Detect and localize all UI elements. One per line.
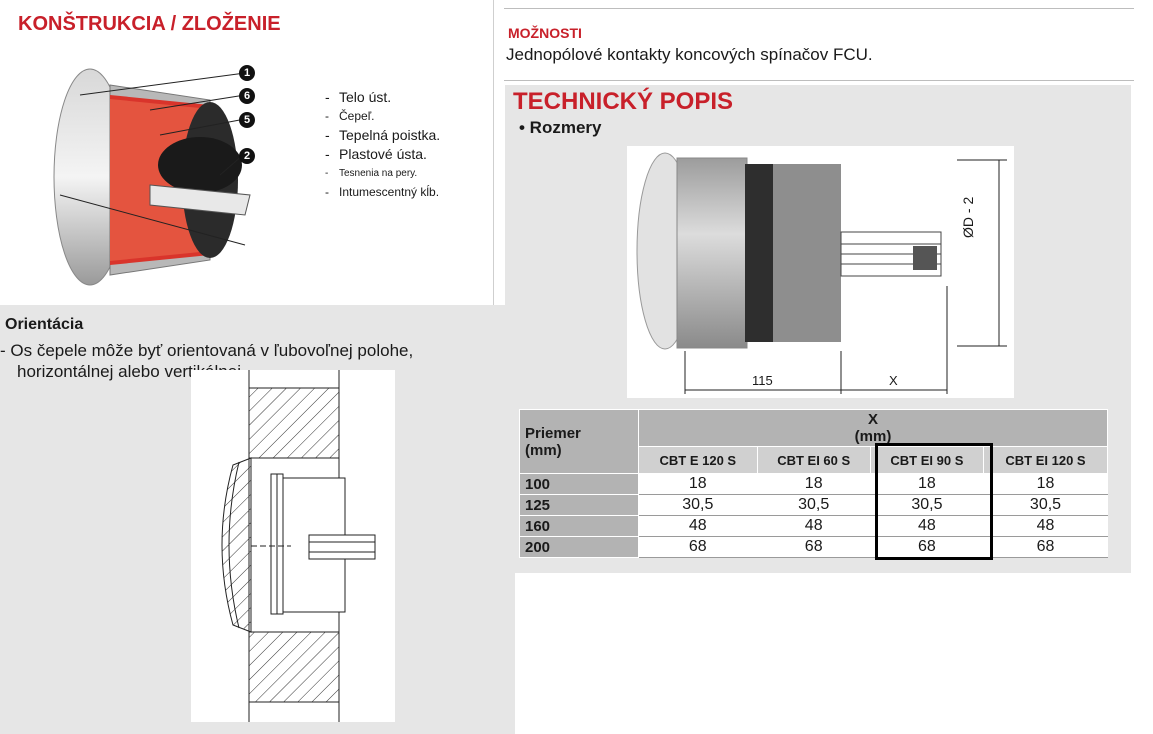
table-cell: 68 — [983, 536, 1108, 558]
row-label: 160 — [519, 515, 639, 537]
table-cell: 30,5 — [869, 494, 985, 516]
options-title: MOŽNOSTI — [508, 25, 582, 41]
legend-item: -Čepeľ. — [325, 109, 375, 123]
orientation-title: Orientácia — [5, 316, 84, 333]
table-cell: 68 — [638, 536, 758, 558]
construction-title: KONŠTRUKCIA / ZLOŽENIE — [18, 13, 281, 35]
table-cell: 18 — [983, 473, 1108, 495]
technical-title: TECHNICKÝ POPIS — [513, 88, 734, 115]
construction-legend: -Telo úst. -Čepeľ. -Tepelná poistka. -Pl… — [325, 88, 440, 202]
orientation-line1: - Os čepele môže byť orientovaná v ľubov… — [0, 341, 414, 360]
dimension-drawing — [627, 146, 1014, 398]
table-cell: 30,5 — [638, 494, 758, 516]
callout-1: 1 — [239, 65, 255, 81]
row-label: 200 — [519, 536, 639, 558]
col-header: CBT EI 120 S — [983, 446, 1108, 474]
legend-item: -Tesnenia na pery. — [325, 168, 418, 179]
legend-item: -Intumescentný kĺb. — [325, 185, 440, 199]
table-cell: 48 — [756, 515, 871, 537]
table-cell: 30,5 — [983, 494, 1108, 516]
options-bottom-divider — [504, 80, 1134, 81]
dim-diameter-label: ØD - 2 — [960, 196, 976, 238]
technical-subtitle: • Rozmery — [519, 118, 602, 137]
col-header-highlighted: CBT EI 90 S — [869, 446, 985, 474]
dimensions-table: Priemer (mm) X (mm) CBT E 120 S CBT EI 6… — [519, 409, 1108, 558]
col-header: CBT E 120 S — [638, 446, 758, 474]
table-cell: 48 — [983, 515, 1108, 537]
dim-x-label: X — [889, 373, 898, 388]
legend-item: -Plastové ústa. — [325, 146, 427, 162]
callout-2: 2 — [239, 148, 255, 164]
row-label: 125 — [519, 494, 639, 516]
section-drawing — [191, 370, 395, 722]
table-cell: 48 — [638, 515, 758, 537]
options-divider — [504, 8, 1134, 9]
highlight-box — [875, 443, 993, 560]
table-cell: 18 — [638, 473, 758, 495]
table-cell: 18 — [756, 473, 871, 495]
callout-6: 6 — [239, 88, 255, 104]
table-cell: 48 — [869, 515, 985, 537]
dim-length-label: 115 — [752, 373, 773, 388]
table-cell: 68 — [756, 536, 871, 558]
row-header: Priemer (mm) — [519, 409, 639, 474]
callout-5: 5 — [239, 112, 255, 128]
group-header: X (mm) — [638, 409, 1108, 447]
table-cell: 68 — [869, 536, 985, 558]
legend-item: -Tepelná poistka. — [325, 127, 441, 143]
damper-exploded-illustration — [53, 68, 251, 286]
options-text: Jednopólové kontakty koncových spínačov … — [506, 45, 873, 64]
orientation-line2: horizontálnej alebo vertikálnej. — [17, 362, 246, 381]
table-cell: 30,5 — [756, 494, 871, 516]
col-header: CBT EI 60 S — [756, 446, 871, 474]
legend-item: -Telo úst. — [325, 89, 392, 105]
row-label: 100 — [519, 473, 639, 495]
